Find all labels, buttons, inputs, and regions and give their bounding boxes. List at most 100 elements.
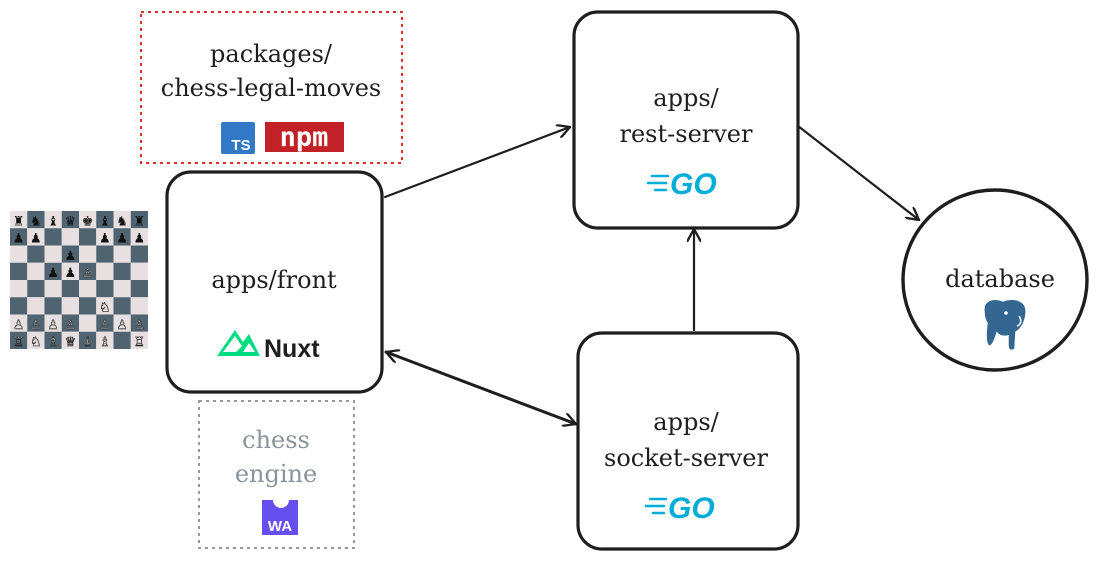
chess-piece: ♔ [82,335,94,350]
board-square [10,228,28,246]
rest-server-box [572,10,800,230]
front-node[interactable]: apps/front Nuxt [165,170,384,394]
board-square [79,245,97,263]
socket-server-line1: apps/ [653,408,719,436]
board-square [61,314,79,332]
chess-piece: ♖ [13,335,25,350]
board-square [10,331,28,349]
board-square [27,211,45,229]
socket-server-line2: socket-server [604,444,768,472]
board-square [44,280,62,298]
board-square [96,314,114,332]
engine-node[interactable]: chess engine WA [198,400,355,549]
edge-front-to-rest [383,127,570,199]
rest-server-line1: apps/ [653,84,719,112]
nuxt-logo: Nuxt [217,330,320,363]
packages-frame [140,11,403,164]
board-square [61,228,79,246]
chess-piece: ♞ [116,214,128,229]
board-square [79,228,97,246]
board-square [27,228,45,246]
board-square [44,262,62,280]
board-square [130,280,148,298]
chessboard-image: ♜♞♝♛♚♝♞♜♟♟♟♟♟♟♟♟♙♘♙♙♙♙♙♙♙♖♘♗♕♔♗♖ [10,211,148,350]
webassembly-logo: WA [262,500,298,535]
board-square [10,262,28,280]
board-square [113,245,131,263]
go-logo-socket: GO [644,492,715,525]
board-square [61,211,79,229]
edge-rest-to-database [796,124,919,220]
chess-piece: ♙ [116,318,128,333]
chess-piece: ♚ [82,214,94,229]
board-square [44,228,62,246]
edge-front-socket-bidirectional [384,352,578,424]
nuxt-mountain-icon [217,330,260,356]
board-square [130,245,148,263]
board-square [113,228,131,246]
front-label: apps/front [211,266,337,294]
board-square [44,245,62,263]
board-square [130,211,148,229]
go-logo-rest: GO [646,168,717,201]
chess-piece: ♞ [30,214,42,229]
board-square [27,245,45,263]
chess-piece: ♖ [134,335,146,350]
chess-piece: ♜ [134,214,146,229]
board-square [10,297,28,315]
board-square [61,297,79,315]
board-square [61,331,79,349]
board-square [79,262,97,280]
typescript-logo: TS [221,122,255,154]
chess-piece: ♟ [47,266,59,281]
chess-piece: ♘ [99,301,111,316]
postgresql-elephant-icon [983,298,1027,352]
npm-logo: npm [265,122,344,153]
go-logo-socket-text: GO [668,492,715,525]
board-square [96,331,114,349]
board-square [96,297,114,315]
board-square [113,262,131,280]
board-square [10,314,28,332]
board-square [27,262,45,280]
chess-piece: ♙ [65,318,77,333]
board-square [96,262,114,280]
board-square [113,280,131,298]
board-square [130,262,148,280]
edges [383,124,919,424]
board-square [10,280,28,298]
chess-piece: ♟ [134,232,146,247]
chess-piece: ♙ [134,318,146,333]
socket-server-node[interactable]: apps/ socket-server GO [576,331,800,551]
chess-piece: ♙ [13,318,25,333]
chess-piece: ♗ [47,335,59,350]
engine-title-line2: engine [235,460,317,488]
chess-piece: ♟ [13,232,25,247]
board-square [96,245,114,263]
board-square [113,331,131,349]
board-square [79,297,97,315]
board-square [113,211,131,229]
board-square [44,211,62,229]
board-square [96,228,114,246]
board-square [113,297,131,315]
database-node[interactable]: database [901,188,1089,372]
socket-server-box [576,331,800,551]
database-circle [901,188,1089,372]
board-square [10,211,28,229]
board-square [130,331,148,349]
packages-node[interactable]: packages/ chess-legal-moves TS npm [140,11,403,164]
chess-piece: ♟ [65,249,77,264]
board-square [61,245,79,263]
board-square [61,280,79,298]
board-square [79,211,97,229]
chess-piece: ♟ [116,232,128,247]
engine-title-line1: chess [242,426,310,454]
rest-server-node[interactable]: apps/ rest-server GO [572,10,800,230]
packages-title-line1: packages/ [210,40,333,68]
engine-frame [198,400,355,549]
chess-piece: ♙ [99,318,111,333]
chess-piece: ♙ [82,266,94,281]
chess-piece: ♟ [65,266,77,281]
board-square [27,280,45,298]
